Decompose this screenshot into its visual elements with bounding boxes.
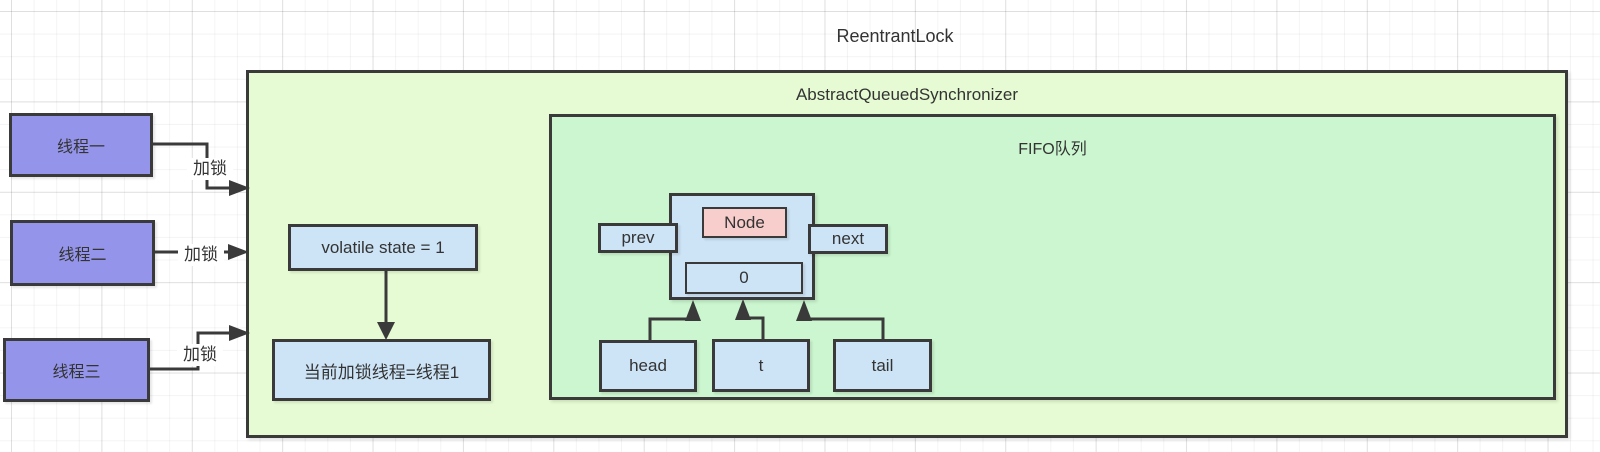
pointer-tail-label: tail <box>871 355 894 375</box>
thread-1-box: 线程一 <box>9 113 153 177</box>
current-thread-label: 当前加锁线程=线程1 <box>303 362 460 382</box>
node-next-box: next <box>808 224 888 254</box>
pointer-t-box: t <box>712 339 810 392</box>
volatile-state-label: volatile state = 1 <box>321 237 445 257</box>
thread-3-label: 线程三 <box>52 364 101 381</box>
pointer-head-box: head <box>599 340 697 392</box>
thread-2-label: 线程二 <box>58 247 107 264</box>
volatile-state-box: volatile state = 1 <box>288 224 478 271</box>
node-prev-label: prev <box>621 228 655 247</box>
diagram-title: ReentrantLock <box>836 26 954 46</box>
pointer-t-label: t <box>758 355 764 375</box>
fifo-queue-label: FIFO队列 <box>1018 141 1087 158</box>
thread-1-label: 线程一 <box>56 139 105 156</box>
node-title-box: Node <box>702 207 787 238</box>
lock-edge-label-2: 加锁 <box>178 244 224 266</box>
node-next-label: next <box>831 229 865 248</box>
node-prev-box: prev <box>598 223 678 253</box>
pointer-tail-box: tail <box>833 339 932 392</box>
thread-3-box: 线程三 <box>3 338 150 402</box>
lock-edge-label-3: 加锁 <box>177 344 223 366</box>
node-state-box: 0 <box>685 262 803 294</box>
node-title-label: Node <box>724 212 765 232</box>
lock-edge-label-1: 加锁 <box>187 158 233 180</box>
node-state-value: 0 <box>739 268 749 287</box>
pointer-head-label: head <box>629 356 667 375</box>
current-thread-box: 当前加锁线程=线程1 <box>272 339 491 401</box>
aqs-label: AbstractQueuedSynchronizer <box>795 85 1019 104</box>
thread-2-box: 线程二 <box>10 220 155 286</box>
